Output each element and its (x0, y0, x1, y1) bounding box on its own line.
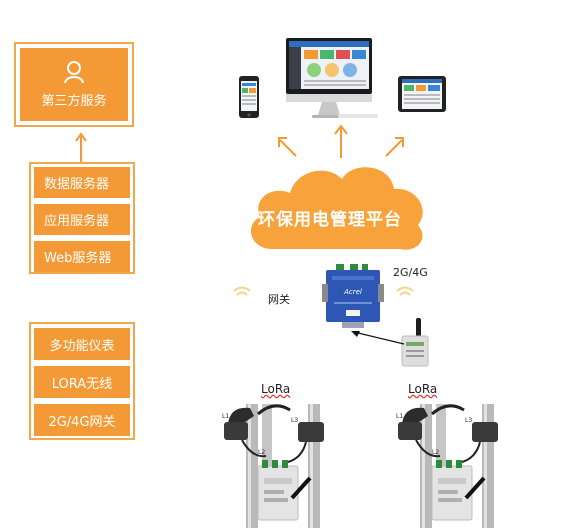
wireless-signal-icon (396, 286, 414, 296)
gateway-label: 网关 (268, 293, 290, 306)
svg-text:L1: L1 (396, 413, 403, 420)
server-label: 应用服务器 (44, 214, 110, 229)
user-icon (64, 61, 84, 84)
svg-text:L3: L3 (465, 417, 472, 424)
server-item: 数据服务器 (34, 167, 130, 198)
network-label: 2G/4G (393, 266, 428, 279)
lora-module-icon (401, 318, 429, 367)
tablet-icon (398, 76, 446, 112)
device-label: 多功能仪表 (49, 338, 115, 354)
cloud-platform-icon (250, 167, 423, 250)
server-item: Web服务器 (34, 241, 130, 272)
lora-label-right: LoRa (408, 382, 438, 396)
svg-text:L1: L1 (222, 413, 229, 420)
phone-icon (239, 76, 259, 118)
svg-text:L2: L2 (258, 449, 265, 456)
lora-meter-icon: L1 L3 L2 (222, 404, 324, 528)
device-item: 多功能仪表 (34, 328, 130, 360)
svg-text:L2: L2 (432, 449, 439, 456)
lora-label-left: LoRa (261, 382, 291, 396)
svg-text:Acrel: Acrel (343, 288, 362, 296)
desktop-icon (286, 38, 372, 118)
gateway-icon: Acrel (322, 264, 384, 328)
signal-arrow (351, 331, 405, 345)
server-item: 应用服务器 (34, 204, 130, 235)
device-item: 2G/4G网关 (34, 404, 130, 436)
server-label: Web服务器 (44, 251, 112, 266)
server-label: 数据服务器 (44, 177, 110, 192)
up-arrow-icon (75, 132, 87, 162)
third-party-service-box: 第三方服务 (20, 48, 128, 121)
cloud-upload-arrows (278, 124, 404, 158)
device-item: LORA无线 (34, 366, 130, 398)
platform-title: 环保用电管理平台 (258, 210, 402, 230)
keyboard-icon (338, 114, 378, 118)
svg-text:L3: L3 (291, 417, 298, 424)
wireless-signal-icon (233, 286, 251, 296)
third-party-label: 第三方服务 (41, 94, 107, 109)
device-label: LORA无线 (51, 376, 113, 392)
lora-meter-icon: L1 L3 L2 (396, 404, 498, 528)
device-label: 2G/4G网关 (48, 414, 116, 430)
